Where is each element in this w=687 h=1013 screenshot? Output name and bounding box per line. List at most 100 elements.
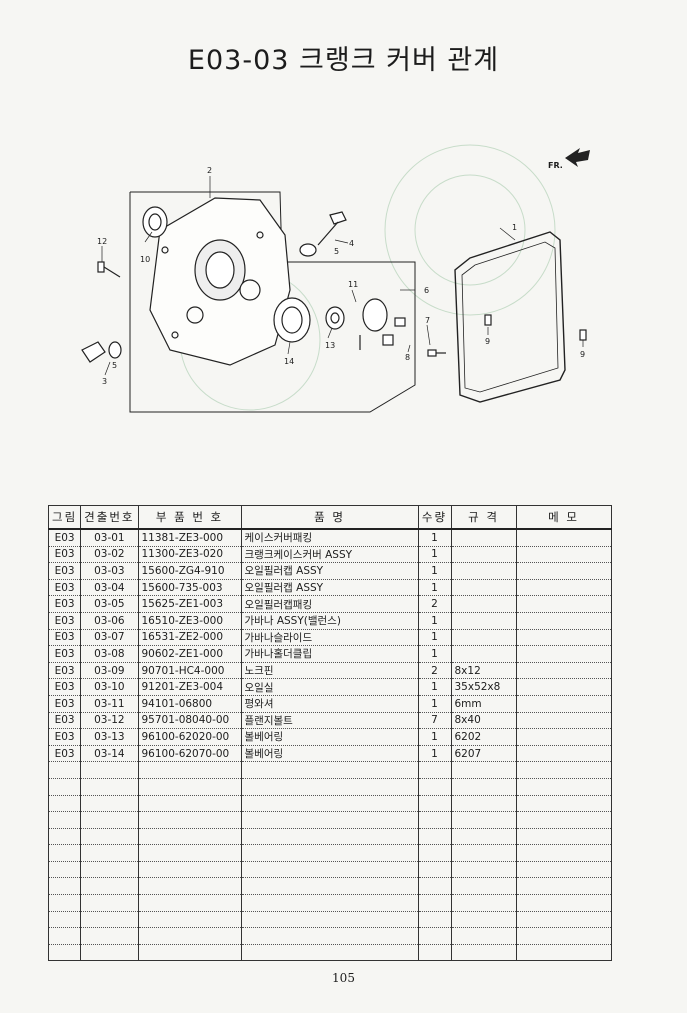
row-spec <box>450 595 517 613</box>
row-part-number: 96100-62020-00 <box>137 728 242 746</box>
empty-cell <box>515 844 612 862</box>
row-figure: E03 <box>47 528 82 547</box>
row-figure: E03 <box>47 694 82 713</box>
row-part-number: 90602-ZE1-000 <box>137 645 242 663</box>
row-ref-number: 03-04 <box>80 578 139 597</box>
empty-cell <box>417 927 452 945</box>
empty-cell <box>80 777 139 796</box>
empty-cell <box>80 827 139 846</box>
empty-cell <box>450 794 517 813</box>
row-spec: 6202 <box>450 728 517 746</box>
row-quantity: 1 <box>417 728 452 746</box>
empty-cell <box>240 877 419 896</box>
assembly-outline <box>129 191 416 413</box>
row-quantity: 1 <box>417 694 452 713</box>
empty-cell <box>80 794 139 813</box>
row-spec: 8x12 <box>450 661 517 680</box>
row-part-number: 94101-06800 <box>137 694 242 713</box>
empty-cell <box>417 910 452 929</box>
header-part-number: 부 품 번 호 <box>137 505 242 530</box>
empty-cell <box>515 943 612 962</box>
empty-cell <box>240 827 419 846</box>
empty-cell <box>47 794 82 813</box>
row-ref-number: 03-14 <box>80 744 139 763</box>
empty-cell <box>240 761 419 779</box>
empty-cell <box>515 761 612 779</box>
row-spec <box>450 545 517 564</box>
row-quantity: 1 <box>417 611 452 630</box>
oil-filler-cap <box>81 341 122 363</box>
empty-cell <box>515 927 612 945</box>
row-part-name: 가바나 ASSY(밸런스) <box>240 611 419 630</box>
empty-cell <box>137 844 242 862</box>
table-row-empty <box>47 894 612 912</box>
row-quantity: 1 <box>417 678 452 696</box>
row-part-name: 노크핀 <box>240 661 419 680</box>
empty-cell <box>47 943 82 962</box>
empty-cell <box>417 761 452 779</box>
row-figure: E03 <box>47 545 82 564</box>
empty-cell <box>240 910 419 929</box>
callout-5-upper: 5 <box>334 247 339 256</box>
table-row-empty <box>47 811 612 829</box>
row-memo <box>515 694 612 713</box>
empty-cell <box>515 794 612 813</box>
row-memo <box>515 661 612 680</box>
front-direction-icon: FR. <box>548 148 590 170</box>
header-memo: 메 모 <box>515 505 612 530</box>
row-figure: E03 <box>47 628 82 647</box>
row-part-name: 플랜지볼트 <box>240 711 419 730</box>
header-ref-number: 견출번호 <box>80 505 139 530</box>
row-quantity: 1 <box>417 744 452 763</box>
empty-cell <box>450 910 517 929</box>
header-figure: 그림 <box>47 505 82 530</box>
empty-cell <box>137 777 242 796</box>
empty-cell <box>240 844 419 862</box>
row-figure: E03 <box>47 728 82 746</box>
empty-cell <box>417 794 452 813</box>
table-row-empty <box>47 794 612 813</box>
row-ref-number: 03-08 <box>80 645 139 663</box>
empty-cell <box>240 943 419 962</box>
empty-cell <box>137 811 242 829</box>
empty-cell <box>417 844 452 862</box>
row-spec: 6mm <box>450 694 517 713</box>
empty-cell <box>450 761 517 779</box>
row-quantity: 1 <box>417 628 452 647</box>
row-spec: 6207 <box>450 744 517 763</box>
empty-cell <box>47 877 82 896</box>
table-row-empty <box>47 777 612 796</box>
row-memo <box>515 711 612 730</box>
row-quantity: 7 <box>417 711 452 730</box>
empty-cell <box>417 811 452 829</box>
header-spec: 규 격 <box>450 505 517 530</box>
row-part-number: 15600-ZG4-910 <box>137 562 242 580</box>
oil-filler-cap-assy <box>299 211 347 257</box>
row-figure: E03 <box>47 578 82 597</box>
table-row-empty <box>47 844 612 862</box>
empty-cell <box>240 927 419 945</box>
row-part-name: 볼베어링 <box>240 744 419 763</box>
empty-cell <box>515 910 612 929</box>
row-part-number: 95701-08040-00 <box>137 711 242 730</box>
empty-cell <box>137 827 242 846</box>
empty-cell <box>515 811 612 829</box>
callout-7: 7 <box>425 316 430 325</box>
empty-cell <box>450 943 517 962</box>
empty-cell <box>240 777 419 796</box>
empty-cell <box>47 910 82 929</box>
ball-bearing-6207 <box>273 297 311 343</box>
empty-cell <box>450 860 517 879</box>
row-quantity: 1 <box>417 578 452 597</box>
empty-cell <box>47 927 82 945</box>
